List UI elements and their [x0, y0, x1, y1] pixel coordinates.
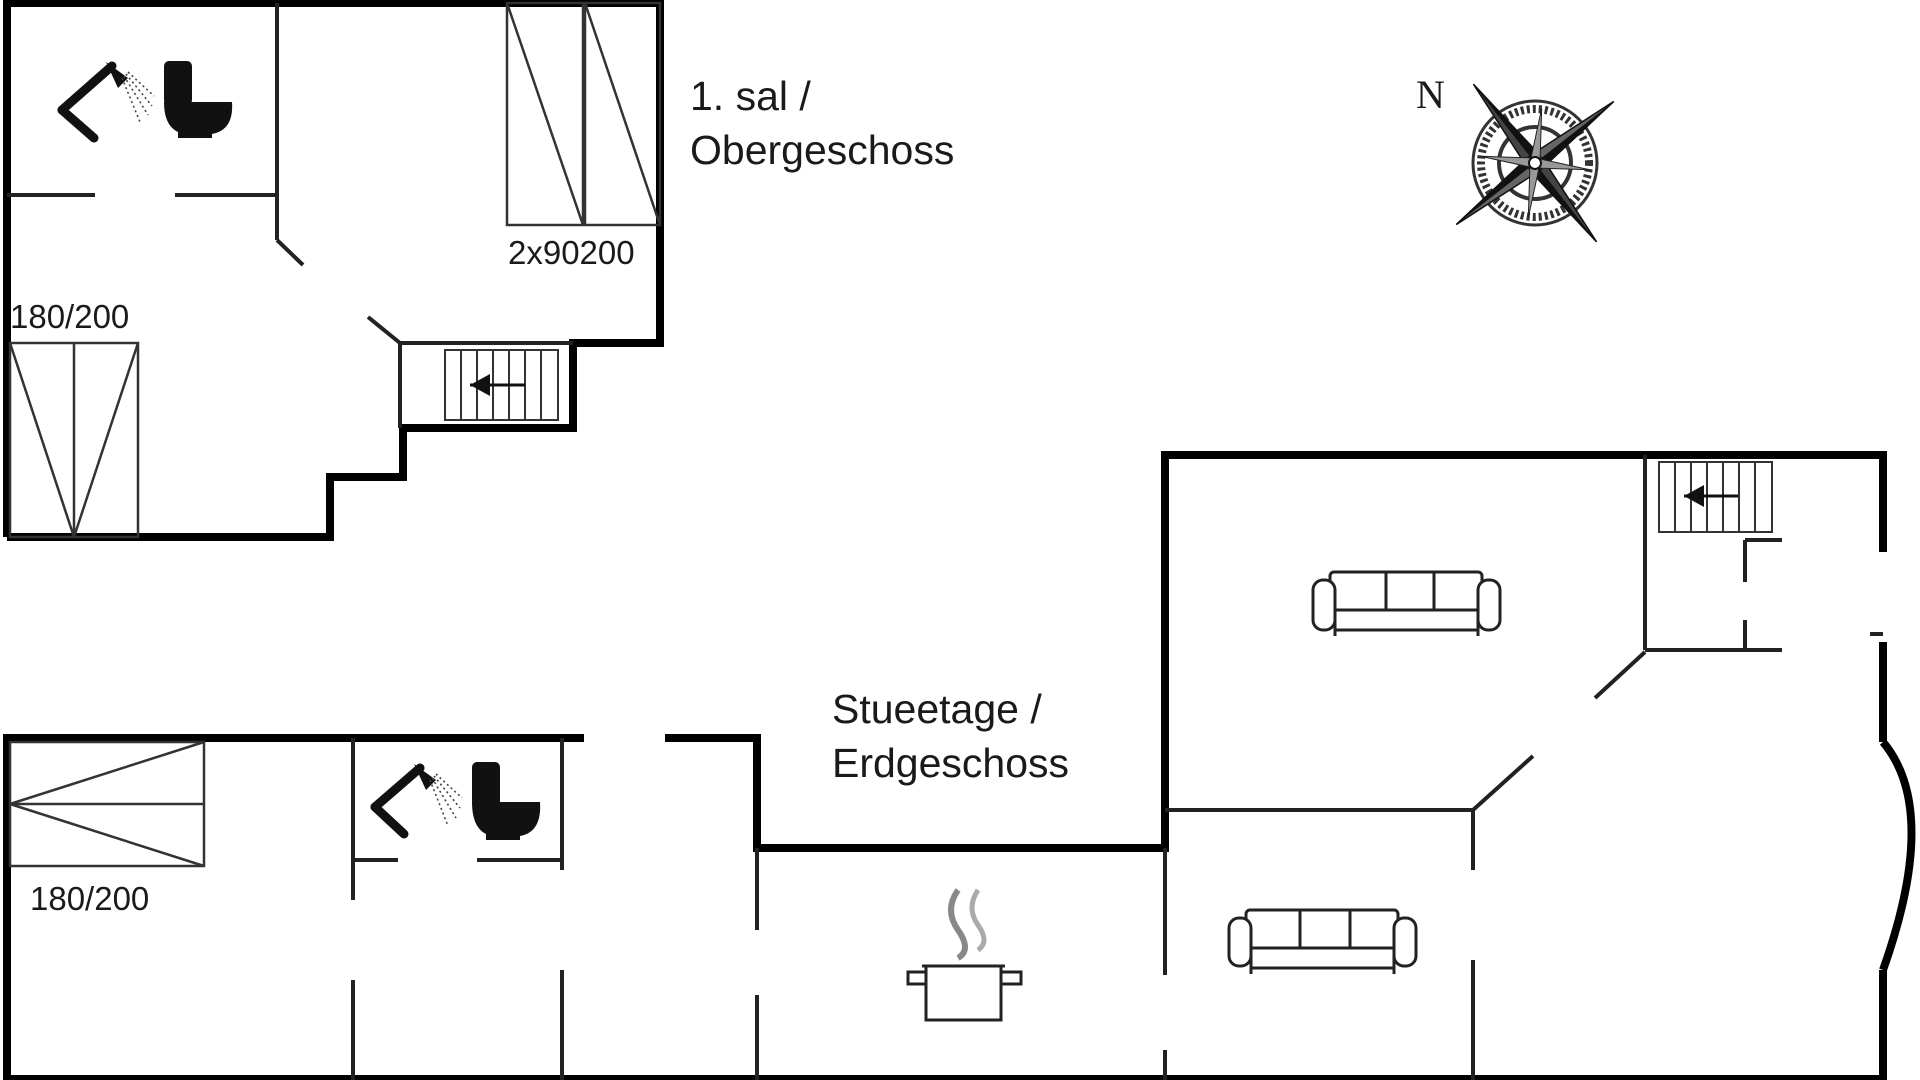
- ground-floor-title-line1: Stueetage /: [832, 686, 1042, 732]
- ground-floor: [3, 451, 1916, 1080]
- sofa-icon-2: [1227, 908, 1418, 974]
- ground-living-divider-door: [1471, 754, 1535, 812]
- upper-double-bed: [8, 341, 140, 539]
- ground-shower-icon: [370, 763, 463, 839]
- ground-double-bed: [8, 740, 206, 868]
- compass-north-label: N: [1416, 72, 1445, 117]
- toilet-icon: [164, 61, 233, 138]
- upper-floor: [3, 0, 664, 541]
- ground-double-bed-label: 180/200: [30, 880, 149, 917]
- upper-double-bed-label: 180/200: [10, 298, 129, 335]
- upper-stairs: [444, 349, 559, 421]
- compass-rose-icon: [1455, 83, 1615, 243]
- shower-icon: [57, 61, 155, 143]
- upper-floor-outer-wall: [3, 0, 664, 541]
- sofa-icon: [1311, 570, 1502, 636]
- upper-twin-bed-label: 2x90200: [508, 234, 635, 271]
- ground-floor-title-line2: Erdgeschoss: [832, 740, 1069, 786]
- upper-floor-title-line2: Obergeschoss: [690, 127, 954, 173]
- ground-bay-window: [1879, 739, 1916, 972]
- upper-floor-title-line1: 1. sal /: [690, 73, 811, 119]
- ground-toilet-icon: [472, 762, 541, 840]
- ground-left-outer-wall: [3, 734, 584, 1080]
- ground-hall-diagonal: [1593, 650, 1647, 700]
- ground-stairs: [1658, 461, 1773, 533]
- ground-stairs-arrow-icon: [1684, 485, 1704, 507]
- upper-door-swing-b: [366, 315, 402, 345]
- cooking-pot-icon: [906, 888, 1023, 1022]
- upper-door-swing-a: [275, 238, 305, 267]
- upper-stairs-arrow-icon: [470, 374, 490, 396]
- upper-twin-beds: [505, 1, 662, 227]
